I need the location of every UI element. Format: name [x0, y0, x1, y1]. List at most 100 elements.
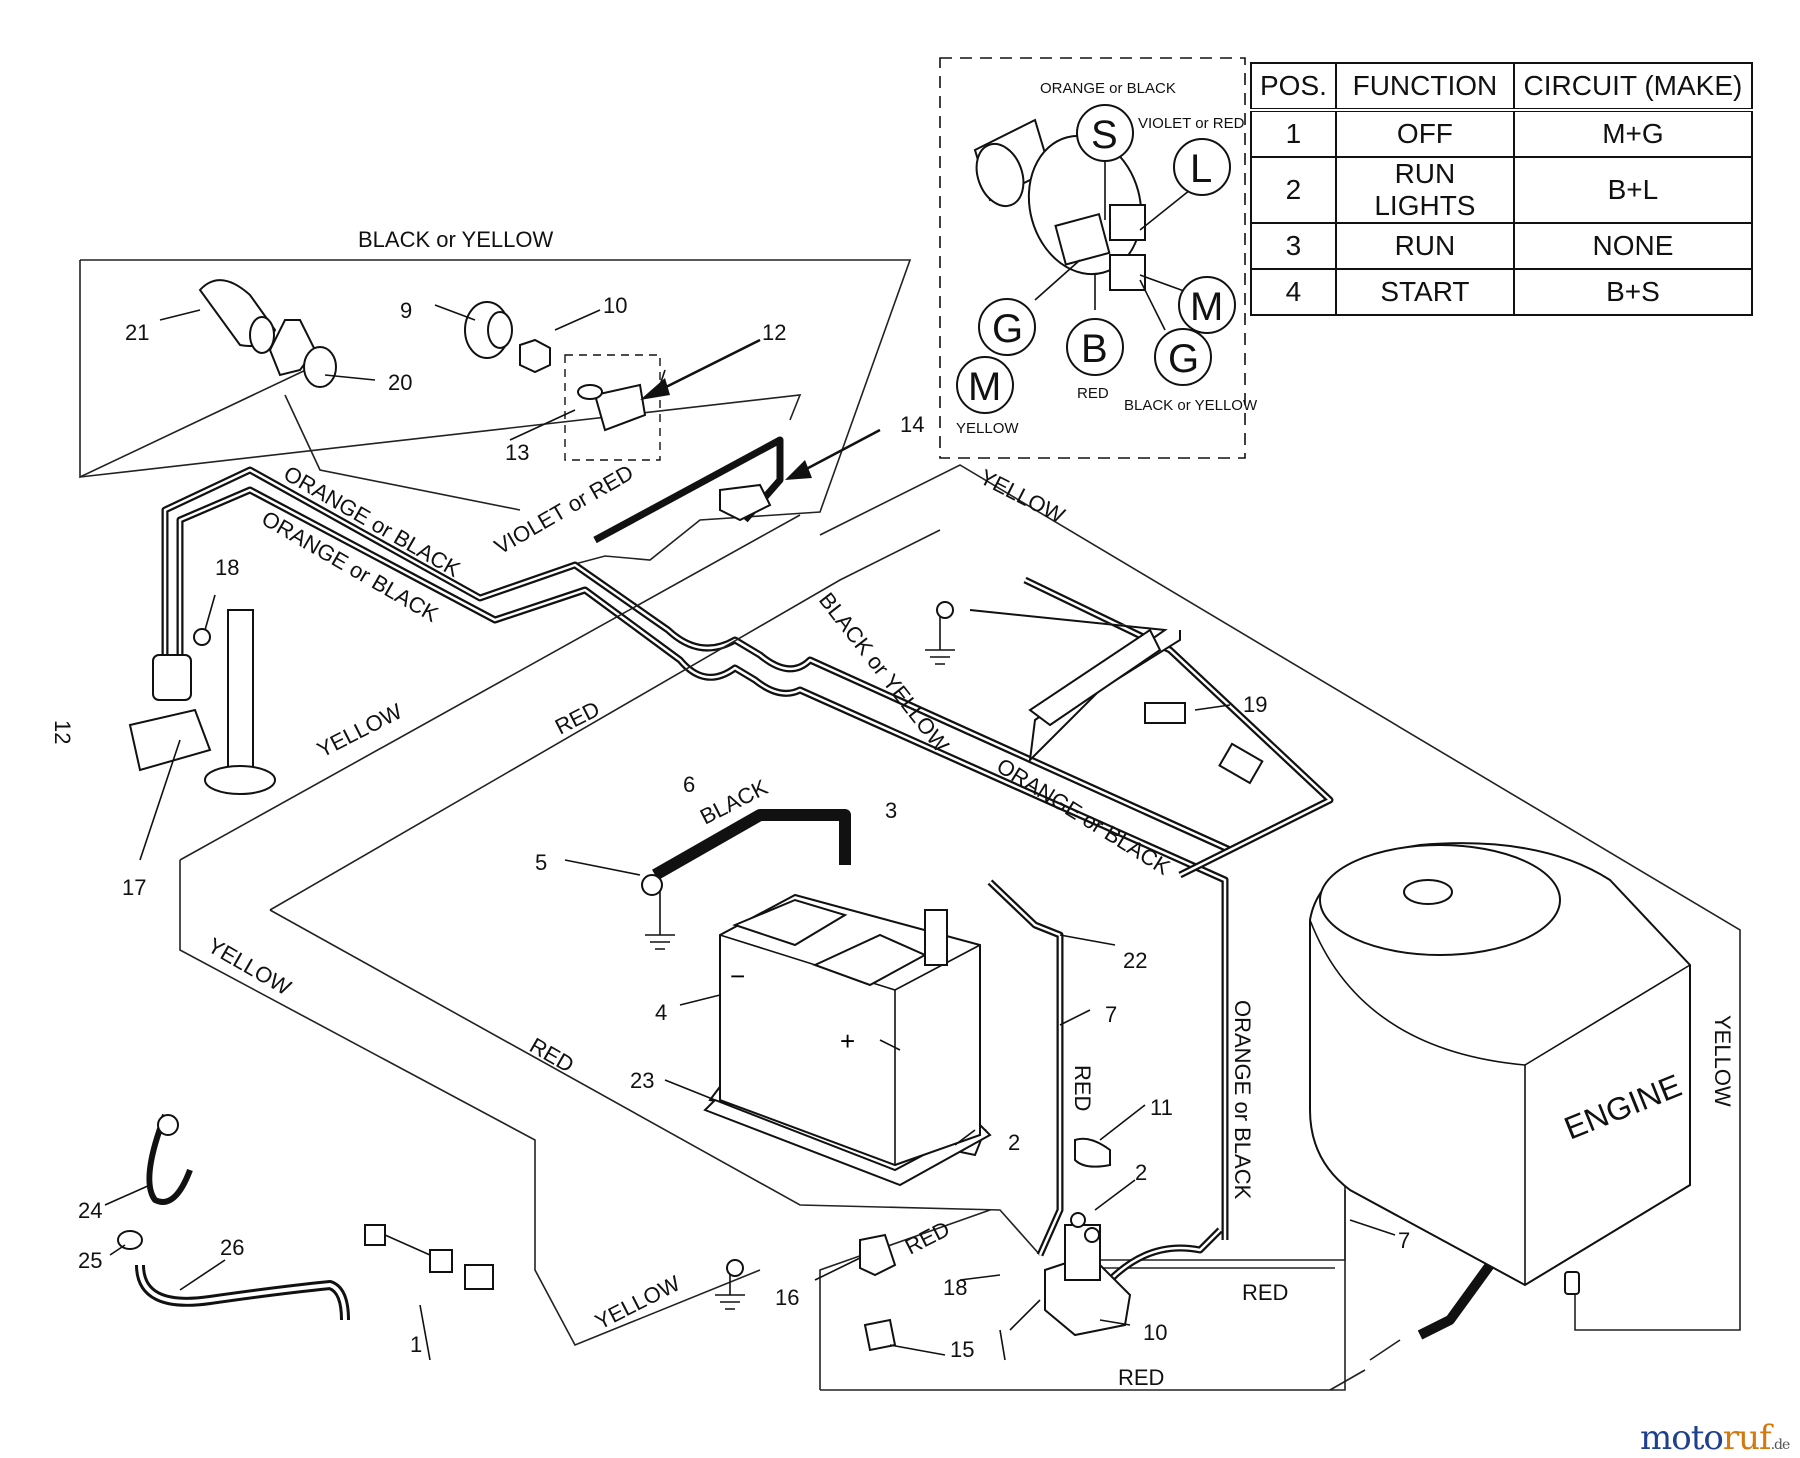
watermark-part-b: ruf	[1722, 1418, 1772, 1458]
callout-18-bottom: 18	[943, 1275, 967, 1300]
connector-14	[719, 483, 772, 522]
callout-21: 21	[125, 320, 149, 345]
terminal-s: S	[1076, 104, 1134, 162]
table-row: 2 RUN LIGHTS B+L	[1250, 156, 1753, 224]
cell-circuit: NONE	[1512, 222, 1753, 270]
callout-2-mid: 2	[1008, 1130, 1020, 1155]
cell-pos: 4	[1250, 268, 1337, 316]
harness-yellow	[179, 464, 1741, 1391]
engine-cable	[1417, 1255, 1500, 1340]
header-function: FUNCTION	[1334, 62, 1515, 112]
svg-text:M: M	[968, 365, 1001, 409]
dashboard-panel	[79, 259, 912, 569]
header-pos: POS.	[1250, 62, 1337, 112]
label-orange-or-black-vertical: ORANGE or BLACK	[1230, 1000, 1255, 1200]
watermark-suffix: .de	[1770, 1437, 1791, 1453]
svg-text:G: G	[1168, 337, 1199, 381]
callout-numbers: 21 20 9 10 12 13 14 18 17 6 5 3 4 23 22 …	[78, 293, 1410, 1362]
seat-switch-bracket	[969, 609, 1264, 785]
table-header-row: POS. FUNCTION CIRCUIT (MAKE)	[1250, 62, 1753, 112]
callout-7-mid: 7	[1105, 1002, 1117, 1027]
callout-20: 20	[388, 370, 412, 395]
svg-text:B: B	[1081, 327, 1108, 371]
label-red-solenoid-top: RED	[901, 1216, 954, 1259]
battery-pos-sign: +	[840, 1026, 855, 1056]
callout-15: 15	[950, 1337, 974, 1362]
svg-text:G: G	[992, 307, 1023, 351]
terminal-b: B	[1066, 318, 1124, 376]
callout-16: 16	[775, 1285, 799, 1310]
label-yellow-vertical-right: YELLOW	[1710, 1015, 1735, 1107]
callout-2-right: 2	[1135, 1160, 1147, 1185]
callout-1: 1	[410, 1332, 422, 1357]
callout-12: 12	[762, 320, 786, 345]
engine: ENGINE	[1309, 842, 1691, 1295]
cell-circuit: M+G	[1512, 109, 1753, 158]
terminal-g-left: G	[978, 298, 1036, 356]
inset-label-s: ORANGE or BLACK	[1040, 80, 1176, 97]
watermark-logo: motoruf.de	[1640, 1418, 1791, 1458]
terminal-l: L	[1173, 138, 1231, 196]
battery: − +	[703, 893, 992, 1187]
callout-9: 10	[1143, 1320, 1167, 1345]
callout-25: 25	[78, 1248, 102, 1273]
cell-pos: 2	[1250, 156, 1337, 224]
ignition-switch-detail	[564, 354, 661, 461]
label-yellow-left: YELLOW	[313, 698, 406, 762]
table-row: 4 START B+S	[1250, 268, 1753, 316]
loose-parts	[117, 1113, 1111, 1352]
pointer-arrows	[640, 338, 881, 480]
headlight-bulb	[198, 279, 337, 388]
ground-symbols	[641, 601, 955, 1310]
label-violet-or-red: VIOLET or RED	[490, 460, 638, 560]
battery-ground-cable	[652, 809, 851, 881]
terminal-m-right: M	[1178, 276, 1236, 334]
terminal-g-right: G	[1154, 328, 1212, 386]
solenoid	[1044, 1212, 1132, 1337]
bezel-and-nut	[464, 301, 551, 374]
leader-lines	[104, 304, 1396, 1361]
label-red-solenoid-right: RED	[1242, 1280, 1288, 1305]
callout-13: 13	[505, 440, 529, 465]
inset-label-m: YELLOW	[956, 420, 1019, 437]
side-page-number: 12	[50, 720, 75, 744]
harness-orange-black	[161, 436, 1334, 1240]
table-row: 1 OFF M+G	[1250, 109, 1753, 158]
callout-17: 17	[122, 875, 146, 900]
label-orange-or-black-right: ORANGE or BLACK	[992, 753, 1175, 880]
terminal-m-left: M	[956, 356, 1014, 414]
inset-label-b: RED	[1077, 385, 1109, 402]
cell-pos: 1	[1250, 109, 1337, 158]
callout-8: 9	[400, 298, 412, 323]
callout-11: 11	[1150, 1095, 1173, 1120]
pto-switch-left	[128, 609, 276, 795]
table-row: 3 RUN NONE	[1250, 222, 1753, 270]
label-red-vertical: RED	[1070, 1065, 1095, 1111]
callout-4: 4	[655, 1000, 667, 1025]
svg-text:L: L	[1190, 147, 1212, 191]
callout-10: 10	[603, 293, 627, 318]
label-red-bottom: RED	[1118, 1365, 1164, 1390]
callout-23: 23	[630, 1068, 654, 1093]
cell-function: RUN LIGHTS	[1334, 156, 1515, 224]
callout-22: 22	[1123, 948, 1147, 973]
callout-14: 14	[900, 412, 924, 437]
callout-5: 5	[535, 850, 547, 875]
cell-circuit: B+S	[1512, 268, 1753, 316]
label-yellow-bottom: YELLOW	[591, 1270, 684, 1334]
inset-label-l: VIOLET or RED	[1138, 115, 1245, 132]
svg-text:S: S	[1091, 113, 1118, 157]
callout-7-right: 7	[1398, 1228, 1410, 1253]
cell-circuit: B+L	[1512, 156, 1753, 224]
cell-pos: 3	[1250, 222, 1337, 270]
switch-circuit-table: POS. FUNCTION CIRCUIT (MAKE) 1 OFF M+G 2…	[1250, 62, 1753, 316]
callout-26: 26	[220, 1235, 244, 1260]
cell-function: OFF	[1334, 109, 1515, 158]
label-red-lower: RED	[526, 1033, 579, 1078]
engine-cable-lead	[1369, 1339, 1401, 1361]
cell-function: RUN	[1334, 222, 1515, 270]
callout-18-left: 18	[215, 555, 239, 580]
callout-3: 3	[885, 798, 897, 823]
callout-19: 19	[1243, 692, 1267, 717]
